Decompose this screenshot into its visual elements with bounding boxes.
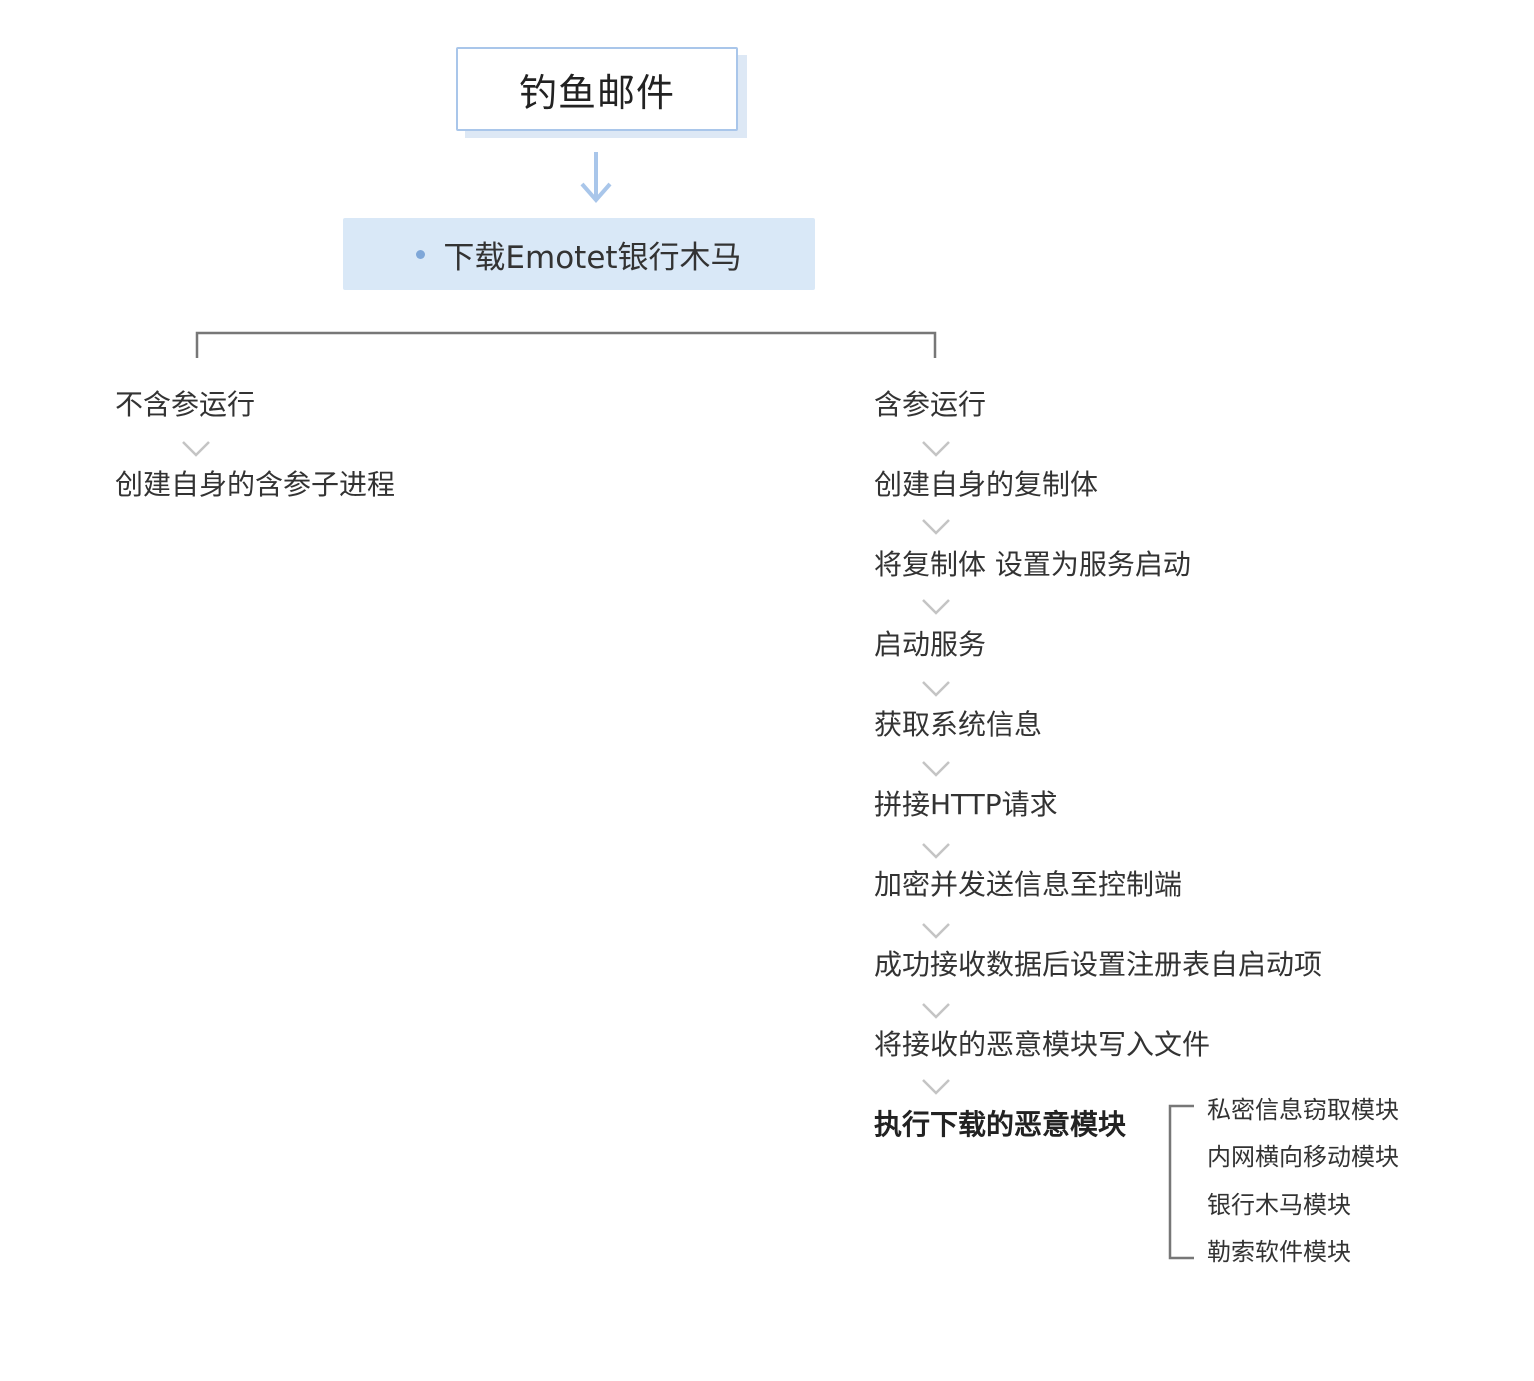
left-branch-header: 不含参运行	[115, 388, 256, 421]
module-item-4: 勒索软件模块	[1207, 1238, 1351, 1266]
chevron-down-icon	[922, 681, 950, 697]
download-node-label: 下载Emotet银行木马	[443, 239, 742, 276]
right-final-step: 执行下载的恶意模块	[874, 1108, 1127, 1141]
left-step-1: 创建自身的含参子进程	[115, 468, 396, 501]
right-step-3: 启动服务	[874, 628, 987, 661]
chevron-down-icon	[922, 519, 950, 535]
module-bracket	[1168, 1104, 1194, 1260]
module-item-2: 内网横向移动模块	[1207, 1143, 1399, 1171]
right-step-6: 加密并发送信息至控制端	[874, 868, 1183, 901]
right-step-5: 拼接HTTP请求	[874, 788, 1058, 821]
branch-bracket	[195, 331, 937, 358]
chevron-down-icon	[922, 761, 950, 777]
chevron-down-icon	[922, 441, 950, 457]
right-branch-header: 含参运行	[874, 388, 987, 421]
right-step-4: 获取系统信息	[874, 708, 1043, 741]
right-step-7: 成功接收数据后设置注册表自启动项	[874, 948, 1323, 981]
top-node-label: 钓鱼邮件	[518, 70, 675, 115]
bullet-dot-icon	[416, 249, 426, 259]
chevron-down-icon	[922, 1079, 950, 1095]
right-step-2: 将复制体 设置为服务启动	[874, 548, 1191, 581]
down-arrow-icon	[580, 152, 612, 204]
chevron-down-icon	[922, 1003, 950, 1019]
module-item-1: 私密信息窃取模块	[1207, 1096, 1399, 1124]
module-item-3: 银行木马模块	[1207, 1191, 1351, 1219]
top-node-box: 钓鱼邮件	[456, 47, 738, 131]
right-step-8: 将接收的恶意模块写入文件	[874, 1028, 1211, 1061]
download-node-box: 下载Emotet银行木马	[343, 218, 815, 290]
chevron-down-icon	[922, 843, 950, 859]
right-step-1: 创建自身的复制体	[874, 468, 1099, 501]
chevron-down-icon	[922, 923, 950, 939]
chevron-down-icon	[922, 599, 950, 615]
chevron-down-icon	[182, 441, 210, 457]
